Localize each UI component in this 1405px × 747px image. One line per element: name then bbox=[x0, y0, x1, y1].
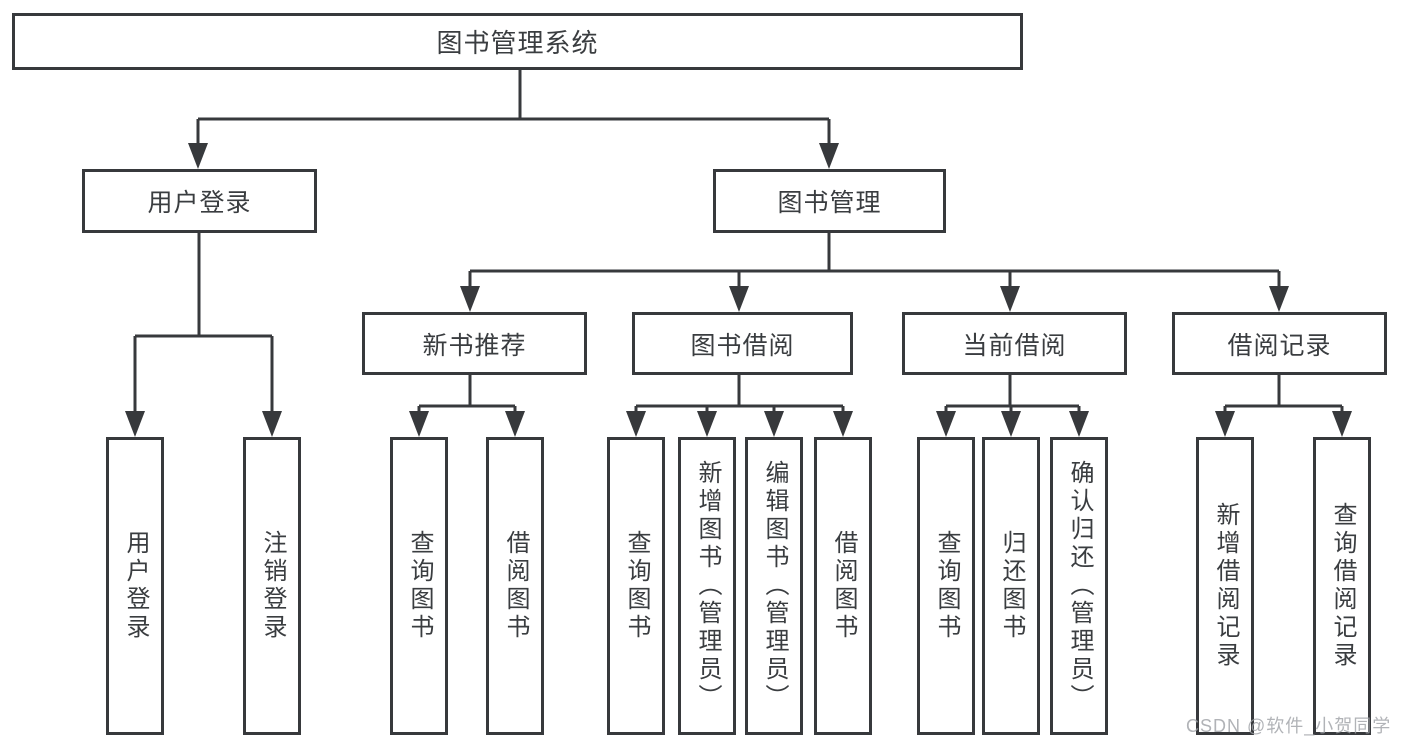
leaf-edit-book-admin: 编辑图书（管理员） bbox=[745, 437, 803, 735]
leaf-user-login: 用户登录 bbox=[106, 437, 164, 735]
leaf-query-books-recommend: 查询图书 bbox=[390, 437, 448, 735]
leaf-add-borrow-record: 新增借阅记录 bbox=[1196, 437, 1254, 735]
node-book-borrowing: 图书借阅 bbox=[632, 312, 853, 375]
node-book-management: 图书管理 bbox=[713, 169, 946, 233]
node-user-login: 用户登录 bbox=[82, 169, 317, 233]
leaf-query-books-borrowing: 查询图书 bbox=[607, 437, 665, 735]
leaf-confirm-return-admin: 确认归还（管理员） bbox=[1050, 437, 1108, 735]
node-new-book-recommendation: 新书推荐 bbox=[362, 312, 587, 375]
leaf-borrow-books-recommend: 借阅图书 bbox=[486, 437, 544, 735]
leaf-query-books-current: 查询图书 bbox=[917, 437, 975, 735]
leaf-borrow-books-borrowing: 借阅图书 bbox=[814, 437, 872, 735]
leaf-return-book: 归还图书 bbox=[982, 437, 1040, 735]
leaf-add-book-admin: 新增图书（管理员） bbox=[678, 437, 736, 735]
node-borrowing-records: 借阅记录 bbox=[1172, 312, 1387, 375]
node-current-borrowing: 当前借阅 bbox=[902, 312, 1127, 375]
node-library-system: 图书管理系统 bbox=[12, 13, 1023, 70]
leaf-query-borrow-record: 查询借阅记录 bbox=[1313, 437, 1371, 735]
leaf-logout: 注销登录 bbox=[243, 437, 301, 735]
arrowheads bbox=[125, 143, 1352, 437]
